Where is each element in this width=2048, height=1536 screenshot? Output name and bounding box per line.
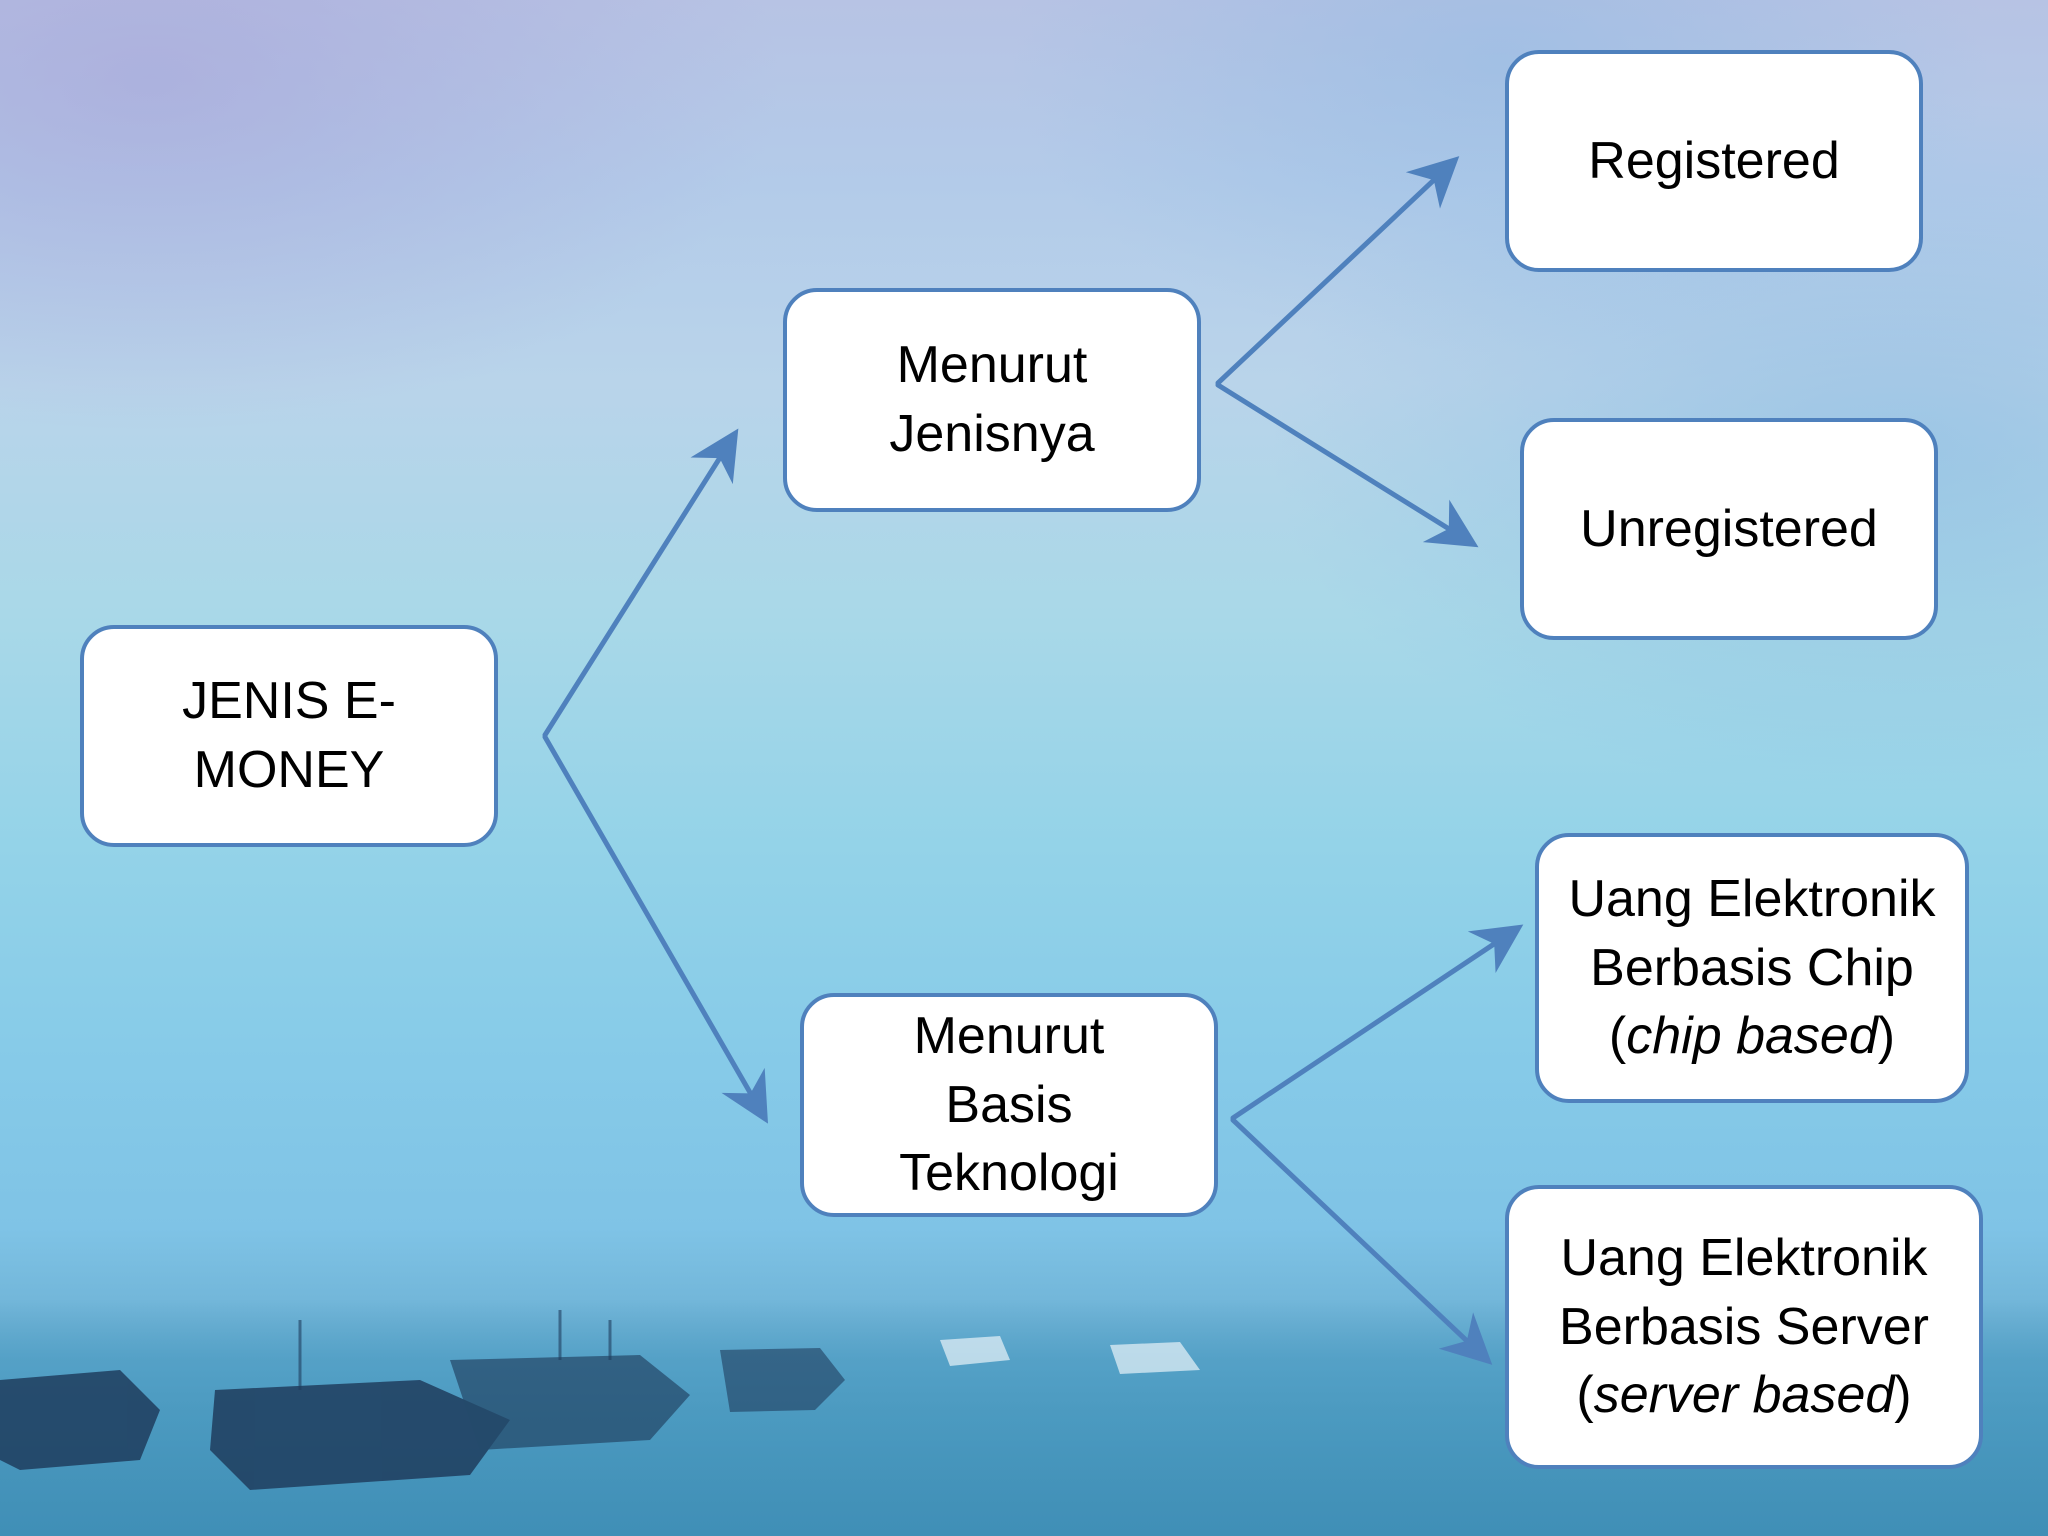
node-note: (server based) xyxy=(1576,1366,1912,1425)
node-uang-elektronik-server: Uang Elektronik Berbasis Server (server … xyxy=(1505,1185,1983,1469)
node-label: Unregistered xyxy=(1580,499,1878,558)
node-label: Registered xyxy=(1588,131,1840,190)
node-label: Menurut Jenisnya xyxy=(889,336,1095,463)
arrow-jenis-to-registered xyxy=(1215,156,1460,386)
node-menurut-jenisnya: Menurut Jenisnya xyxy=(783,288,1201,512)
arrow-root-to-teknologi xyxy=(542,734,768,1124)
arrow-root-to-jenis xyxy=(542,428,739,738)
node-menurut-basis-teknologi: Menurut Basis Teknologi xyxy=(800,993,1218,1217)
node-uang-elektronik-chip: Uang Elektronik Berbasis Chip (chip base… xyxy=(1535,833,1969,1103)
note-text: chip based xyxy=(1626,1007,1878,1066)
node-unregistered: Unregistered xyxy=(1520,418,1938,640)
note-text: server based xyxy=(1593,1366,1895,1425)
node-label: Uang Elektronik Berbasis Server xyxy=(1559,1229,1929,1356)
node-registered: Registered xyxy=(1505,50,1923,272)
background-boats xyxy=(0,1310,1200,1490)
arrow-teknologi-to-chip xyxy=(1230,924,1524,1121)
node-label: Uang Elektronik Berbasis Chip xyxy=(1568,870,1936,997)
arrow-teknologi-to-server xyxy=(1230,1117,1493,1365)
arrow-jenis-to-unregistered xyxy=(1215,382,1479,548)
node-jenis-e-money: JENIS E-MONEY xyxy=(80,625,498,847)
node-label: Menurut Basis Teknologi xyxy=(899,1007,1119,1203)
node-note: (chip based) xyxy=(1608,1007,1896,1066)
node-label: JENIS E-MONEY xyxy=(182,672,396,799)
